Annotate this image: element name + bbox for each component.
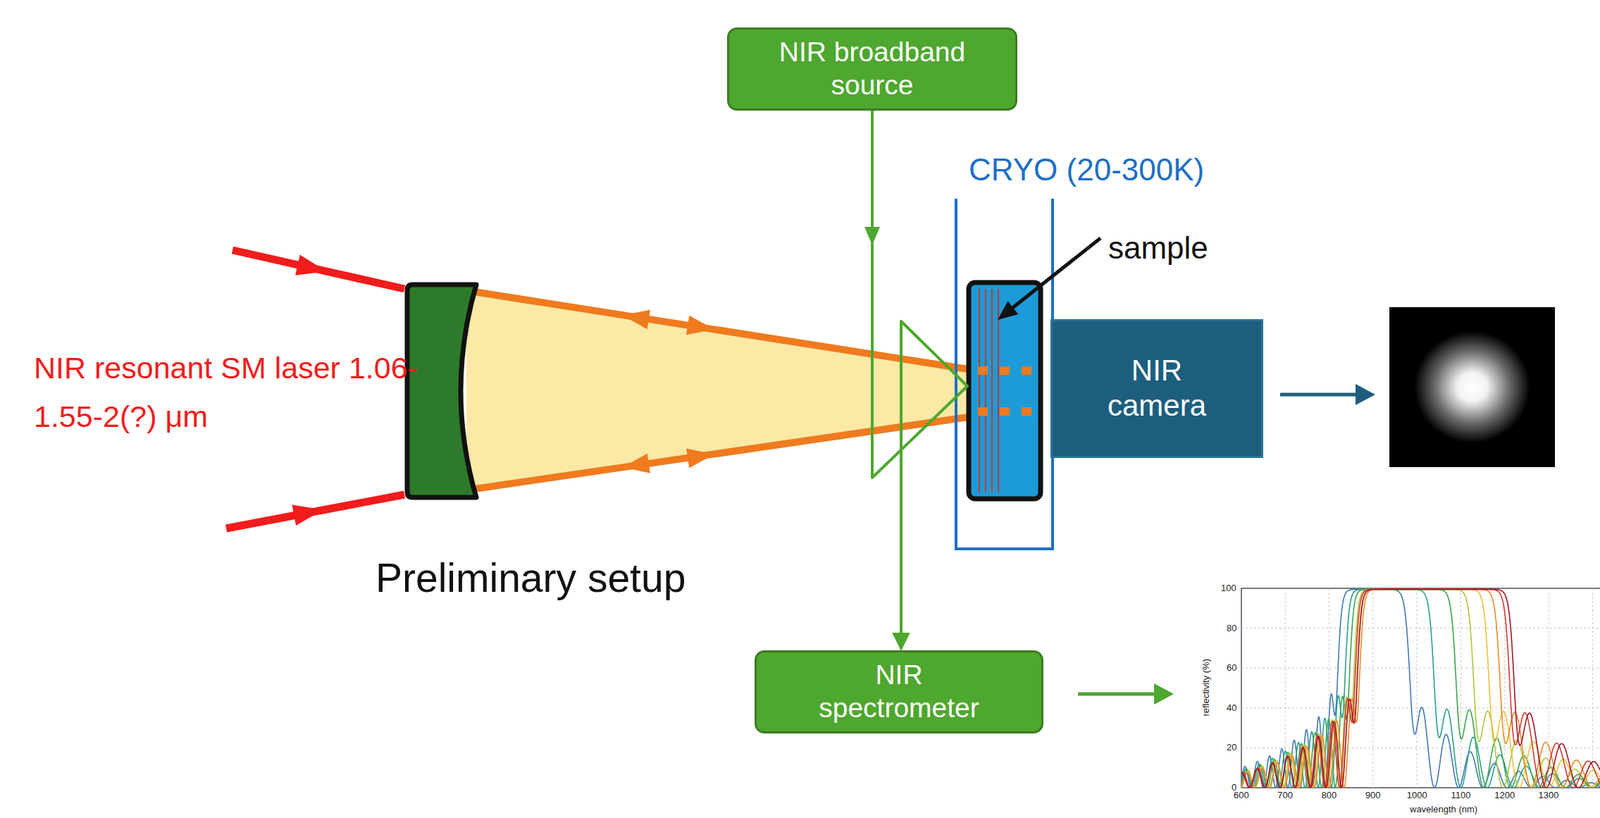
sample-slab [977, 366, 1043, 375]
leader-arrow [1008, 238, 1101, 311]
tick-label: 1100 [1451, 789, 1472, 802]
grid-line [1416, 588, 1418, 788]
sample-slab [991, 288, 993, 493]
reflectivity-curve [1241, 588, 1600, 788]
reflectivity-curves [1241, 588, 1600, 788]
reflectivity-curve [1241, 588, 1600, 788]
tick-label: 80 [1226, 622, 1237, 635]
output-arrow [1355, 383, 1376, 406]
axis-title: reflectivity (%) [1200, 658, 1212, 717]
output-arrow [1077, 683, 1174, 705]
sample-slab [977, 407, 1043, 416]
box-label: NIR broadband source [741, 35, 1004, 103]
laser-input-arrow [295, 254, 330, 282]
output-arrow [1077, 692, 1159, 697]
resonant-beam [686, 315, 716, 340]
reflectivity-curve [1241, 588, 1600, 788]
axis-title: wavelength (nm) [1409, 803, 1478, 816]
probe-light-path [872, 110, 968, 649]
tick-label: 60 [1226, 662, 1237, 674]
laser-input-arrow [226, 494, 405, 529]
box-label: NIR spectrometer [807, 658, 991, 725]
tick-label: 1300 [1538, 789, 1560, 802]
laser-input-arrow [226, 250, 405, 529]
tick-label: 1000 [1406, 789, 1428, 802]
leader-arrow [992, 300, 1019, 327]
tick-label: 40 [1226, 702, 1237, 714]
grid-line [1460, 588, 1462, 788]
laser-input-arrow [292, 499, 326, 526]
sample-slab [984, 288, 987, 493]
sample-slab [968, 282, 1043, 499]
laser-input-arrow [232, 250, 405, 289]
grid-line [1592, 588, 1593, 788]
grid-line [1548, 588, 1550, 788]
grid-line [1372, 588, 1374, 788]
resonant-beam [466, 288, 969, 494]
plot-grid [1241, 588, 1600, 788]
output-arrow [1280, 383, 1376, 406]
resonant-beam [686, 444, 716, 468]
setup-caption: Preliminary setup [375, 553, 686, 602]
tick-label: 900 [1365, 789, 1381, 802]
tick-label: 800 [1321, 789, 1338, 802]
resonant-beam [469, 417, 969, 490]
concave-mirror [407, 284, 477, 498]
spectrometer-box: NIR spectrometer [754, 650, 1044, 734]
grid-line [1241, 747, 1600, 749]
resonant-beam [620, 305, 651, 330]
laser-label: NIR resonant SM laser 1.06-1.55-2(?) μm [33, 343, 429, 442]
resonant-beam [620, 453, 651, 477]
tick-label: 1200 [1494, 789, 1515, 802]
sample-slab [968, 282, 1041, 499]
cryostat-label: CRYO (20-300K) [968, 151, 1205, 189]
source-box: NIR broadband source [727, 27, 1018, 111]
tick-label: 100 [1220, 582, 1237, 594]
resonant-beam [466, 288, 969, 494]
plot-area [1241, 588, 1600, 788]
sample-slab [978, 288, 981, 493]
camera-image [1389, 307, 1555, 468]
tick-label: 700 [1277, 789, 1293, 802]
sample-label: sample [1108, 229, 1209, 268]
camera-box: NIR camera [1050, 319, 1264, 458]
reflectivity-curve [1241, 588, 1600, 788]
output-arrow [1280, 393, 1360, 397]
box-label: NIR camera [1092, 352, 1223, 425]
reflectivity-curve [1241, 588, 1600, 788]
tick-label: 20 [1226, 741, 1237, 754]
reflectivity-curve [1241, 588, 1600, 788]
leader-arrow [992, 238, 1101, 327]
grid-line [1241, 667, 1600, 669]
cryostat-outline [956, 198, 1053, 549]
reflectivity-curve [1241, 588, 1600, 788]
resonant-beam [469, 290, 969, 370]
tick-label: 600 [1233, 789, 1250, 802]
reflectivity-curve [1241, 588, 1600, 788]
output-arrow [1154, 683, 1174, 705]
grid-line [1241, 627, 1600, 629]
